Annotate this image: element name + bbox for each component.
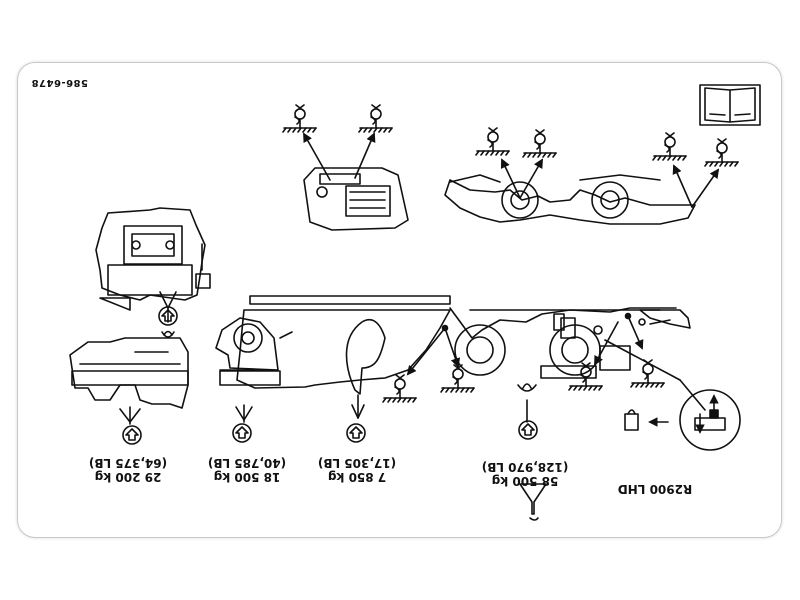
operator-manual-icon [699, 84, 761, 126]
lift-symbol-detail [604, 339, 741, 451]
rear-frame-weight-lb: (40,785 LB) [207, 456, 287, 470]
bucket-weight-kg: 7 850 kg [327, 470, 387, 484]
rear-frame-weight-kg: 18 500 kg [213, 470, 281, 484]
bucket-drawing [345, 318, 386, 395]
reference-number: 586-6478 [31, 77, 88, 88]
light-icon [624, 413, 639, 431]
rear-frame-drawing [215, 317, 293, 386]
funnel-icon [519, 483, 547, 521]
bucket-weight-lb: (17,305 LB) [317, 456, 397, 470]
front-frame-weight-lb: (64,375 LB) [88, 456, 168, 470]
front-frame-weight-kg: 29 200 kg [94, 470, 162, 484]
front-frame-top-drawing [303, 167, 409, 231]
model-label: R2900 LHD [617, 482, 693, 496]
front-frame-side-drawing [69, 337, 189, 409]
rear-upper-drawing [444, 174, 696, 225]
front-frame-drawing [95, 207, 211, 301]
machine-lift-arrows [406, 312, 644, 376]
complete-machine-drawing [236, 295, 691, 389]
complete-machine-weight-kg: 58 500 kg [491, 474, 559, 488]
complete-machine-weight-lb: (128,970 LB) [481, 460, 569, 474]
